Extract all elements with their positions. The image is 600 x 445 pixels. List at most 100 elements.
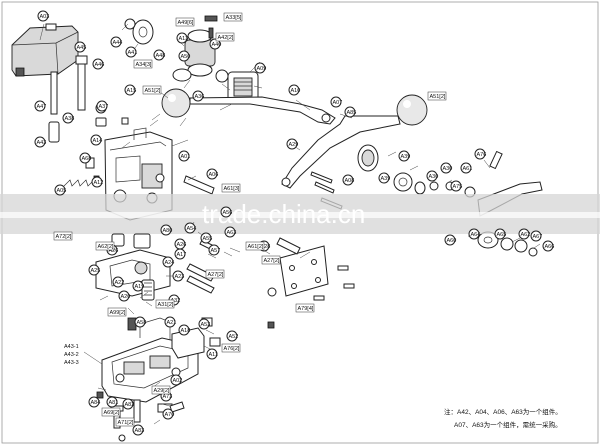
callout-A24: A24 (162, 256, 175, 268)
callout-A08: A08 (342, 174, 354, 186)
svg-text:A99[2]: A99[2] (110, 310, 126, 316)
svg-text:A39: A39 (381, 176, 391, 182)
svg-text:A56: A56 (223, 210, 233, 216)
svg-text:A43: A43 (37, 140, 47, 146)
svg-text:A51[2]: A51[2] (430, 94, 446, 100)
bearing-block-part (227, 71, 259, 103)
gear-assembly-part (172, 15, 229, 83)
svg-text:A53: A53 (201, 322, 211, 328)
svg-text:A61[2]: A61[2] (248, 244, 264, 250)
callout-A53: A53 (198, 318, 211, 330)
svg-text:A52: A52 (229, 334, 239, 340)
leader-lines (39, 23, 541, 425)
svg-text:A34[3]: A34[3] (136, 62, 152, 68)
svg-text:A62[2]: A62[2] (98, 244, 114, 250)
svg-text:A22: A22 (115, 280, 125, 286)
svg-text:A24: A24 (165, 260, 175, 266)
svg-text:A76: A76 (477, 152, 487, 158)
callout-A31: A31[2] (155, 299, 175, 309)
callout-A37: A37 (96, 100, 108, 112)
svg-text:A83: A83 (135, 428, 145, 434)
callout-A05: A05 (54, 184, 66, 196)
svg-text:A72[2]: A72[2] (56, 234, 72, 240)
callout-A42: A42[2] (215, 32, 235, 42)
callout-A82: A82 (122, 398, 135, 410)
svg-text:A43-1: A43-1 (64, 344, 79, 350)
svg-text:A85: A85 (347, 110, 357, 116)
plate-part (279, 245, 329, 297)
svg-text:A82: A82 (125, 402, 135, 408)
svg-text:A29[2]: A29[2] (154, 388, 170, 394)
callout-A18: A18 (178, 324, 191, 336)
callout-A07: A07 (330, 96, 343, 108)
svg-text:A63: A63 (227, 230, 237, 236)
svg-text:A14: A14 (93, 138, 103, 144)
callout-A50: A50 (178, 50, 190, 62)
svg-text:A84: A84 (91, 400, 101, 406)
svg-text:A28: A28 (261, 244, 271, 250)
svg-text:A06: A06 (209, 172, 219, 178)
callout-A62b: A62[2] (95, 241, 115, 251)
callout-A46: A46 (92, 58, 104, 70)
callout-A30a: A30 (426, 170, 438, 182)
bolt-part (75, 55, 88, 111)
callout-A76b: A76[2] (221, 343, 241, 353)
svg-text:A42[2]: A42[2] (218, 35, 234, 41)
svg-text:A13: A13 (179, 36, 189, 42)
svg-text:A02: A02 (173, 378, 183, 384)
callout-A61c: A61[2] (245, 241, 265, 251)
callout-A57: A57 (208, 244, 220, 256)
washer-part (124, 18, 154, 45)
svg-text:A55: A55 (203, 236, 213, 242)
long-lever-part (281, 115, 401, 189)
svg-text:A18: A18 (181, 328, 191, 334)
svg-text:A07: A07 (333, 100, 343, 106)
svg-text:A29: A29 (289, 142, 299, 148)
callout-A22: A22 (112, 276, 125, 288)
svg-text:A27[2]: A27[2] (264, 258, 280, 264)
pulley-part (357, 144, 426, 195)
lever-arm-part (189, 96, 336, 125)
svg-text:A44: A44 (113, 40, 123, 46)
callout-A79: A79[4] (295, 303, 315, 313)
svg-text:A30: A30 (443, 166, 453, 172)
callout-A72: A72[2] (53, 231, 73, 241)
svg-text:A03: A03 (40, 14, 50, 20)
callout-A66: A66 (542, 240, 555, 252)
svg-text:A76[2]: A76[2] (224, 346, 240, 352)
note-line-1: 注：A42、A04、A06、A63为一个组件。 (444, 407, 562, 416)
callout-A26a: A26 (174, 238, 186, 250)
svg-text:A51[2]: A51[2] (145, 88, 161, 94)
callout-A29b: A29[2] (151, 385, 171, 395)
svg-text:A43-2: A43-2 (64, 352, 79, 358)
callout-A21: A21 (164, 316, 176, 328)
svg-text:A64: A64 (471, 232, 481, 238)
svg-text:A69[2]: A69[2] (104, 410, 120, 416)
callout-A36: A36 (192, 90, 204, 102)
callout-A61: A61 (460, 162, 472, 174)
svg-text:A58: A58 (137, 320, 147, 326)
callout-A40: A40 (209, 38, 221, 50)
small-spring-part (127, 279, 155, 331)
svg-text:A73: A73 (163, 394, 173, 400)
callout-A33: A33[5] (223, 12, 243, 22)
svg-text:A39: A39 (401, 154, 411, 160)
svg-text:A67: A67 (533, 234, 543, 240)
svg-text:A65: A65 (497, 232, 507, 238)
svg-text:A66: A66 (545, 244, 555, 250)
callout-A15: A15 (124, 84, 136, 96)
callout-A01: A01 (178, 150, 190, 162)
callout-A19: A19 (132, 280, 144, 292)
svg-text:A68: A68 (82, 156, 92, 162)
callout-A54: A54 (184, 222, 196, 234)
svg-text:A09: A09 (257, 66, 267, 72)
callout-A29: A29 (286, 138, 299, 150)
callout-A58: A58 (134, 316, 147, 328)
callout-A13: A13 (176, 32, 189, 44)
svg-text:A12: A12 (94, 180, 104, 186)
svg-text:A23: A23 (175, 274, 185, 280)
callout-A17: A17 (174, 248, 186, 260)
svg-text:A79[4]: A79[4] (298, 306, 314, 312)
screws-part (267, 265, 355, 329)
